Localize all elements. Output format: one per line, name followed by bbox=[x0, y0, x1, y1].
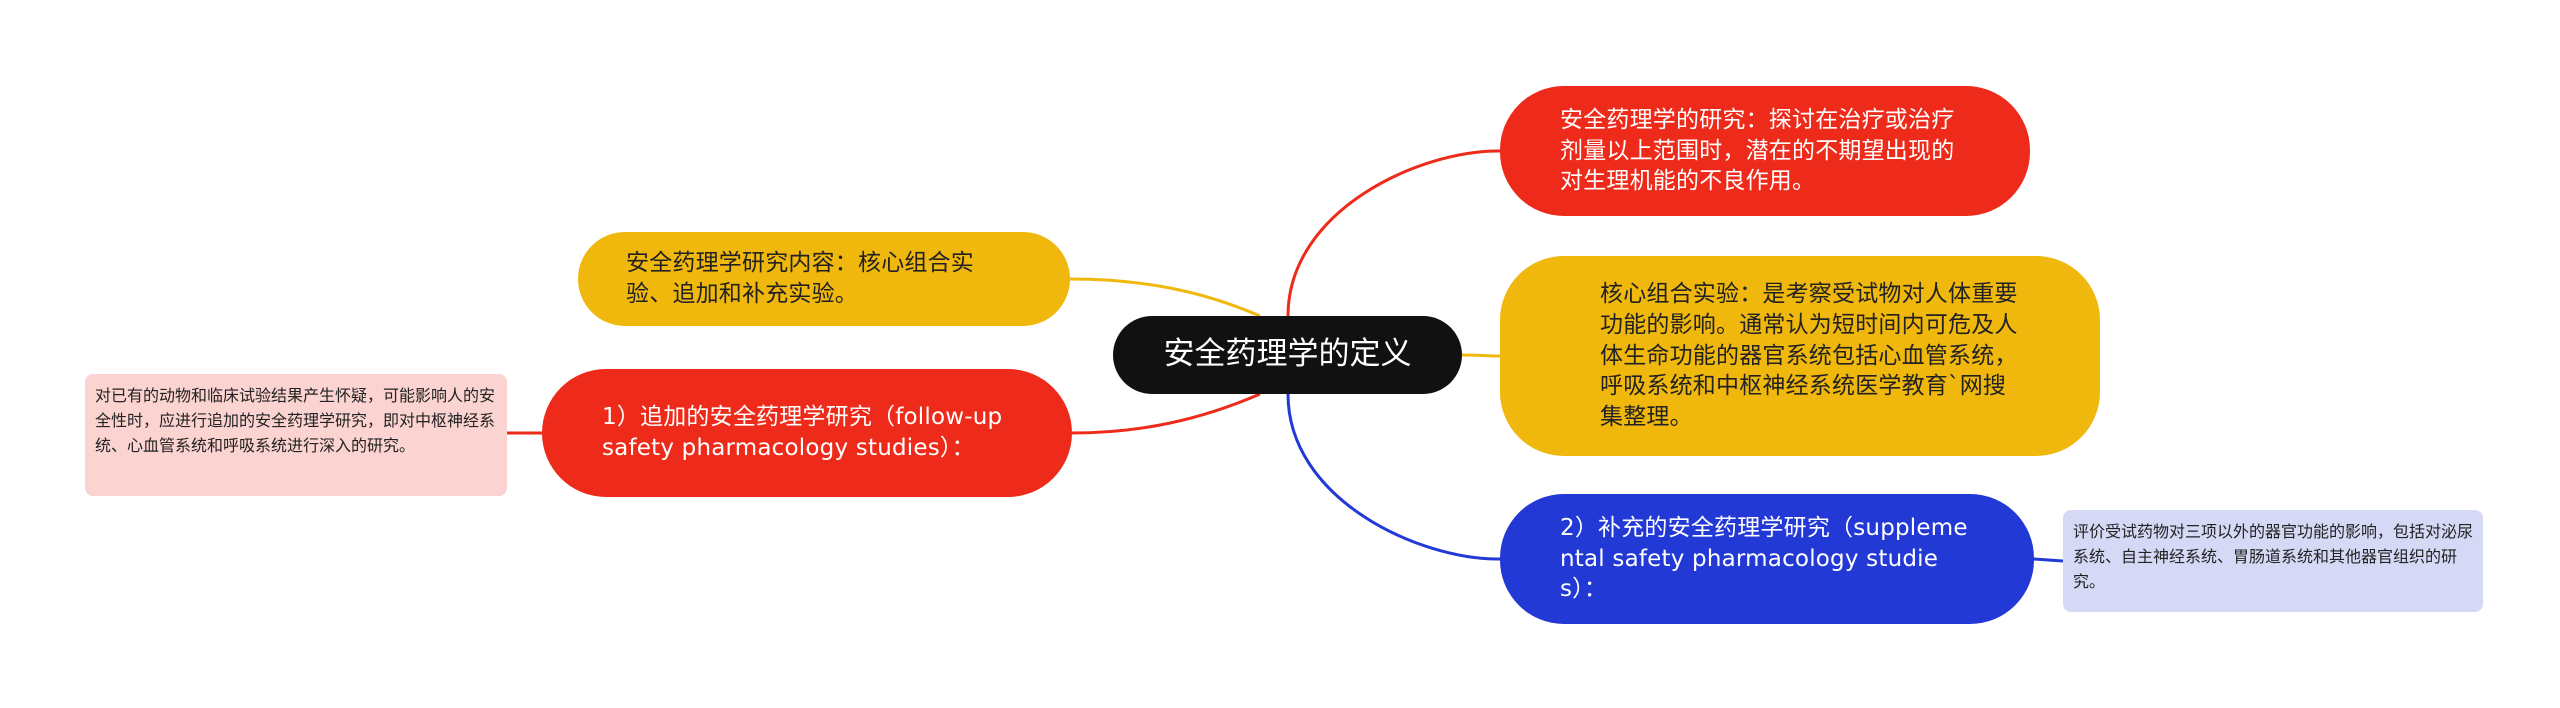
root-topic-label: 安全药理学的定义 bbox=[1163, 336, 1412, 373]
node-core-tests[interactable]: 核心组合实验：是考察受试物对人体重要功能的影响。通常认为短时间内可危及人体生命功… bbox=[1500, 256, 2100, 456]
leaf-supplemental-detail[interactable]: 评价受试药物对三项以外的器官功能的影响，包括对泌尿系统、自主神经系统、胃肠道系统… bbox=[2063, 510, 2483, 612]
link-root-content bbox=[1069, 277, 1261, 318]
leaf-followup-detail[interactable]: 对已有的动物和临床试验结果产生怀疑，可能影响人的安全性时，应进行追加的安全药理学… bbox=[85, 374, 507, 496]
root-topic[interactable]: 安全药理学的定义 bbox=[1113, 316, 1462, 394]
node-followup[interactable]: 1）追加的安全药理学研究（follow-up safety pharmacolo… bbox=[542, 369, 1072, 497]
node-supplemental-text: 2）补充的安全药理学研究（supplemental safety pharmac… bbox=[1560, 514, 1968, 603]
node-research-content[interactable]: 安全药理学研究内容：核心组合实验、追加和补充实验。 bbox=[578, 232, 1070, 326]
node-core-tests-text: 核心组合实验：是考察受试物对人体重要功能的影响。通常认为短时间内可危及人体生命功… bbox=[1600, 280, 2018, 431]
link-root-definition bbox=[1286, 149, 1501, 317]
link-root-followup bbox=[1071, 392, 1261, 435]
link-root-supplemental bbox=[1286, 393, 1501, 561]
node-definition[interactable]: 安全药理学的研究：探讨在治疗或治疗剂量以上范围时，潜在的不期望出现的对生理机能的… bbox=[1500, 86, 2030, 216]
node-research-content-text: 安全药理学研究内容：核心组合实验、追加和补充实验。 bbox=[626, 250, 974, 307]
leaf-followup-detail-text: 对已有的动物和临床试验结果产生怀疑，可能影响人的安全性时，应进行追加的安全药理学… bbox=[95, 386, 496, 455]
leaf-supplemental-detail-text: 评价受试药物对三项以外的器官功能的影响，包括对泌尿系统、自主神经系统、胃肠道系统… bbox=[2073, 522, 2474, 591]
node-supplemental[interactable]: 2）补充的安全药理学研究（supplemental safety pharmac… bbox=[1500, 494, 2034, 624]
node-definition-text: 安全药理学的研究：探讨在治疗或治疗剂量以上范围时，潜在的不期望出现的对生理机能的… bbox=[1560, 106, 1955, 195]
link-root-core bbox=[1461, 353, 1501, 358]
link-supplemental-leaf bbox=[2033, 557, 2064, 563]
node-followup-text: 1）追加的安全药理学研究（follow-up safety pharmacolo… bbox=[602, 404, 1003, 461]
